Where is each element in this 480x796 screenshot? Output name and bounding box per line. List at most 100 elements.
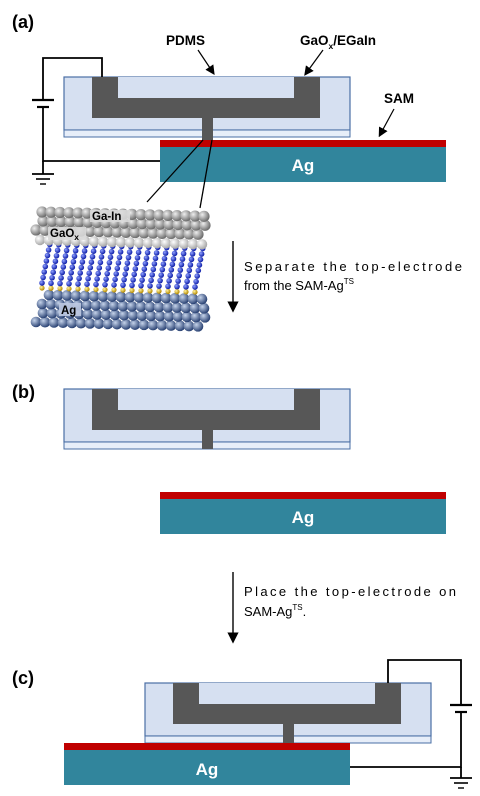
sam-bead <box>95 270 101 277</box>
gain-atom <box>199 219 211 231</box>
gain-atom <box>189 210 201 222</box>
sam-bead <box>143 255 150 261</box>
gaox-atom <box>151 237 163 249</box>
ag-atom <box>192 321 204 332</box>
ag-atom <box>81 299 93 311</box>
gaox-atom <box>88 236 100 247</box>
panel-c: (c) Ag <box>12 659 472 789</box>
sam-bead <box>187 262 194 268</box>
sam-bead <box>180 250 187 257</box>
ag-atom <box>57 317 69 329</box>
ag-atom <box>45 298 57 310</box>
sam-bead <box>89 253 96 260</box>
ag-atom <box>61 290 73 301</box>
pdms-label: PDMS <box>166 33 205 48</box>
sam-bead <box>111 282 117 288</box>
sam-bead <box>130 277 136 283</box>
sam-bead <box>175 278 181 284</box>
sam-bead <box>144 249 151 256</box>
panel-b-label: (b) <box>12 382 35 402</box>
sam-bead <box>150 266 157 273</box>
panel-a-label: (a) <box>12 12 34 32</box>
gain-atom <box>93 226 105 238</box>
sulfur-atom <box>84 286 90 292</box>
ag-atom <box>82 308 94 320</box>
sam-bead <box>162 250 169 256</box>
sam-bead <box>97 259 104 266</box>
pdms-stamp-c <box>144 682 432 744</box>
gain-atom <box>84 225 96 238</box>
sam-bead <box>53 252 60 259</box>
sam-bead <box>94 276 100 282</box>
ag-atom <box>127 310 139 321</box>
ag-atom <box>189 302 201 314</box>
sam-bead <box>123 265 130 272</box>
sam-bead <box>151 261 158 267</box>
sam-bead <box>96 265 103 271</box>
sam-layer-a <box>160 140 446 147</box>
sam-bead <box>68 269 74 276</box>
sam-bead <box>107 254 114 260</box>
sam-bead <box>49 274 55 281</box>
sam-bead <box>63 247 70 254</box>
sulfur-atom <box>183 289 189 295</box>
step1-line1: Separate the top-electrode <box>244 259 462 274</box>
ag-atom <box>153 301 165 313</box>
sulfur-atom <box>165 288 171 294</box>
gain-atom <box>180 210 192 222</box>
ag-atom <box>97 291 109 302</box>
gain-atom <box>138 227 150 239</box>
sam-bead <box>113 271 119 277</box>
ag-atom <box>154 310 166 322</box>
gaox-atom <box>34 234 46 246</box>
gaox-atom <box>106 236 118 248</box>
ag-atom <box>115 291 127 303</box>
sam-bead <box>79 259 86 265</box>
gain-atom <box>39 224 51 236</box>
sam-bead <box>57 280 63 287</box>
ag-substrate-label-c: Ag <box>196 760 219 779</box>
ag-atom <box>37 307 49 319</box>
ag-atom <box>111 318 123 330</box>
ag-atom <box>75 317 87 329</box>
sam-bead <box>40 274 46 281</box>
sam-bead <box>54 247 61 254</box>
sam-bead <box>85 275 91 282</box>
gaox-atom <box>115 236 127 248</box>
sam-bead <box>198 251 205 257</box>
sam-bead <box>193 278 199 285</box>
sulfur-atom <box>156 288 162 294</box>
sam-bead <box>45 247 52 253</box>
sam-bead <box>188 256 195 263</box>
sam-bead <box>168 267 175 273</box>
sam-bead <box>43 258 50 264</box>
sulfur-atom <box>138 288 144 294</box>
sam-bead <box>159 266 166 273</box>
ag-atom <box>156 320 168 331</box>
inset-ag-label: Ag <box>61 305 76 317</box>
ag-atom <box>145 310 157 322</box>
sam-bead <box>174 283 180 290</box>
gain-atom <box>72 207 84 219</box>
gain-atom <box>192 228 204 240</box>
sam-bead <box>48 280 54 287</box>
ag-atom <box>52 289 64 301</box>
sam-bead <box>195 267 202 274</box>
sam-bead <box>76 275 82 282</box>
sam-bead <box>93 281 99 288</box>
gaox-atom <box>196 239 208 250</box>
ag-atom <box>135 301 147 312</box>
gain-atom <box>30 224 42 236</box>
sam-bead <box>59 269 65 276</box>
sam-bead <box>61 258 68 265</box>
gain-atom <box>81 207 93 219</box>
ag-atom <box>129 319 141 330</box>
ag-substrate-b <box>160 499 446 534</box>
sam-bead <box>194 273 200 279</box>
ag-atom <box>84 318 96 329</box>
ag-atom <box>174 320 186 332</box>
gain-atom <box>172 219 184 231</box>
ag-atom <box>108 300 120 312</box>
gain-atom <box>111 226 123 238</box>
ag-atom <box>88 290 100 302</box>
